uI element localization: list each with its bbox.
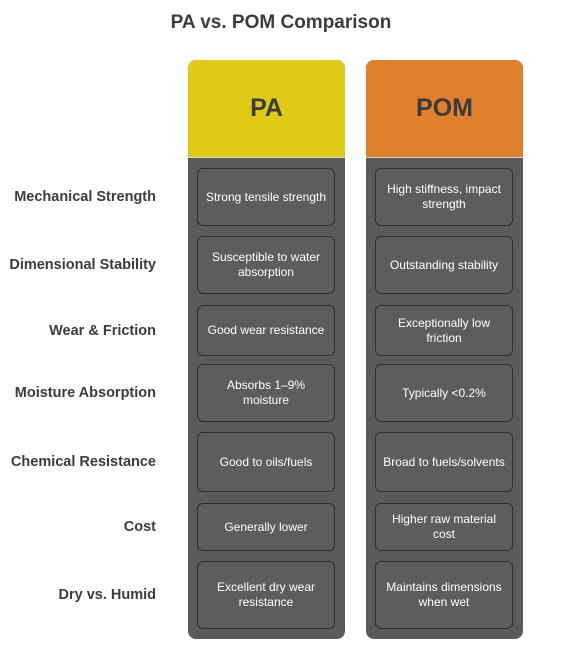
pa-cell-moisture-absorption: Absorbs 1–9% moisture: [197, 364, 335, 422]
pom-column: POM High stiffness, impact strength Outs…: [366, 60, 523, 639]
row-label-dry-vs-humid: Dry vs. Humid: [58, 587, 157, 603]
column-divider: [188, 157, 345, 158]
pa-cell-dimensional-stability: Susceptible to water absorption: [197, 236, 335, 294]
column-divider: [366, 157, 523, 158]
pa-cell-wear-friction: Good wear resistance: [197, 305, 335, 356]
pom-column-header: POM: [366, 60, 523, 157]
pom-cell-cost: Higher raw material cost: [375, 503, 513, 551]
page-title: PA vs. POM Comparison: [170, 12, 392, 33]
pom-cell-dry-vs-humid: Maintains dimensions when wet: [375, 561, 513, 629]
row-label-wear-friction: Wear & Friction: [49, 322, 156, 339]
pa-cell-dry-vs-humid: Excellent dry wear resistance: [197, 561, 335, 629]
pa-cell-mechanical-strength: Strong tensile strength: [197, 168, 335, 226]
row-label-chemical-resistance: Chemical Resistance: [10, 454, 156, 470]
pa-cell-cost: Generally lower: [197, 503, 335, 551]
row-label-moisture-absorption: Moisture Absorption: [14, 385, 156, 401]
pom-cell-moisture-absorption: Typically <0.2%: [375, 364, 513, 422]
row-label-mechanical-strength: Mechanical Strength: [14, 189, 156, 205]
pa-column-header: PA: [188, 60, 345, 157]
row-label-cost: Cost: [123, 519, 156, 535]
row-label-dimensional-stability: Dimensional Stability: [9, 257, 156, 273]
pa-cell-chemical-resistance: Good to oils/fuels: [197, 432, 335, 492]
pom-cell-dimensional-stability: Outstanding stability: [375, 236, 513, 294]
pom-cell-mechanical-strength: High stiffness, impact strength: [375, 168, 513, 226]
pom-cell-chemical-resistance: Broad to fuels/solvents: [375, 432, 513, 492]
pa-column: PA Strong tensile strength Susceptible t…: [188, 60, 345, 639]
pom-cell-wear-friction: Exceptionally low friction: [375, 305, 513, 356]
